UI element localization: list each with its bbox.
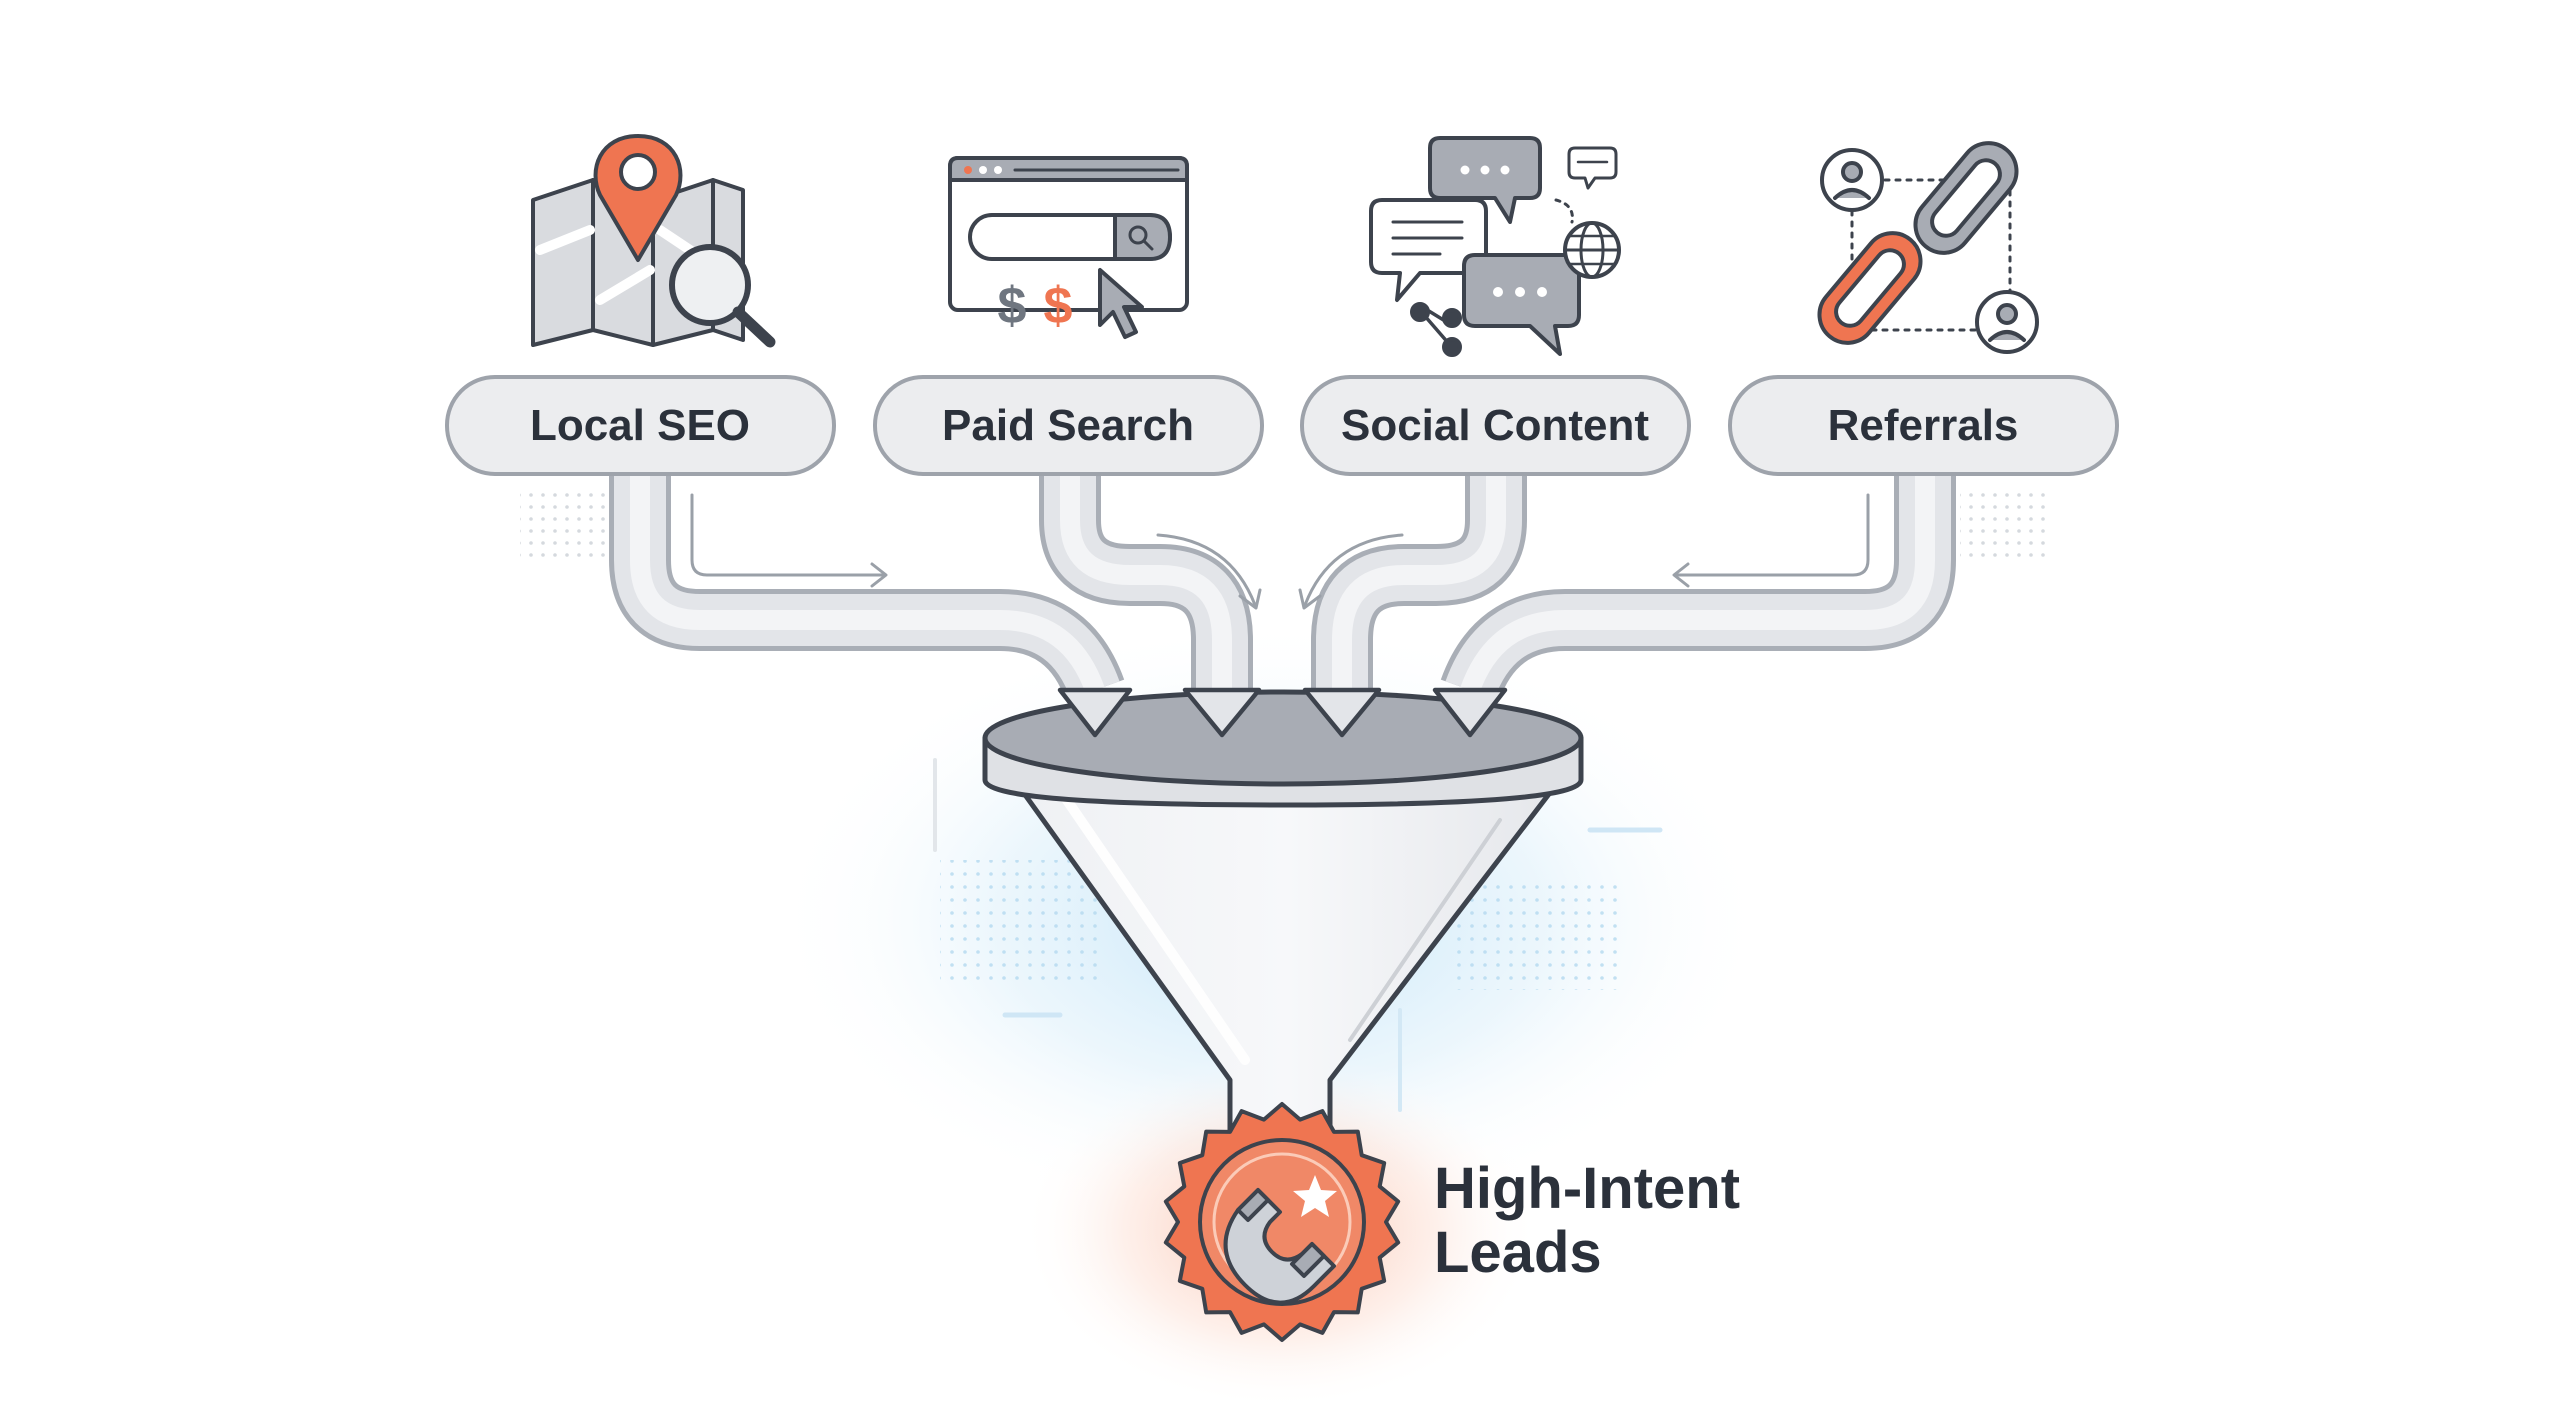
social-chat-icon xyxy=(1369,136,1621,357)
source-pill-paid-search: Paid Search xyxy=(873,375,1264,476)
source-label: Paid Search xyxy=(942,401,1194,450)
dot-texture xyxy=(1450,880,1620,990)
source-label: Referrals xyxy=(1828,401,2019,450)
dot-texture xyxy=(520,490,610,560)
dot-texture xyxy=(940,860,1100,980)
map-search-icon xyxy=(531,134,776,348)
source-label: Local SEO xyxy=(530,401,750,450)
dot-texture xyxy=(1960,490,2050,560)
source-pill-local-seo: Local SEO xyxy=(445,375,836,476)
dollar-sign: $ xyxy=(1044,277,1073,335)
result-label-line1: High-Intent xyxy=(1434,1156,1740,1221)
flow-hint-arrows xyxy=(690,493,1870,610)
source-label: Social Content xyxy=(1341,401,1649,450)
source-pill-referrals: Referrals xyxy=(1728,375,2119,476)
source-pill-social-content: Social Content xyxy=(1300,375,1691,476)
magnet-badge-icon xyxy=(1163,1102,1401,1342)
funnel-entry-arrows xyxy=(1057,687,1508,738)
result-label-line2: Leads xyxy=(1434,1220,1602,1285)
channel-pipes xyxy=(609,470,1956,702)
referral-link-icon xyxy=(1817,141,2039,354)
dollar-sign: $ xyxy=(998,277,1027,335)
browser-search-ad-icon xyxy=(948,156,1189,339)
